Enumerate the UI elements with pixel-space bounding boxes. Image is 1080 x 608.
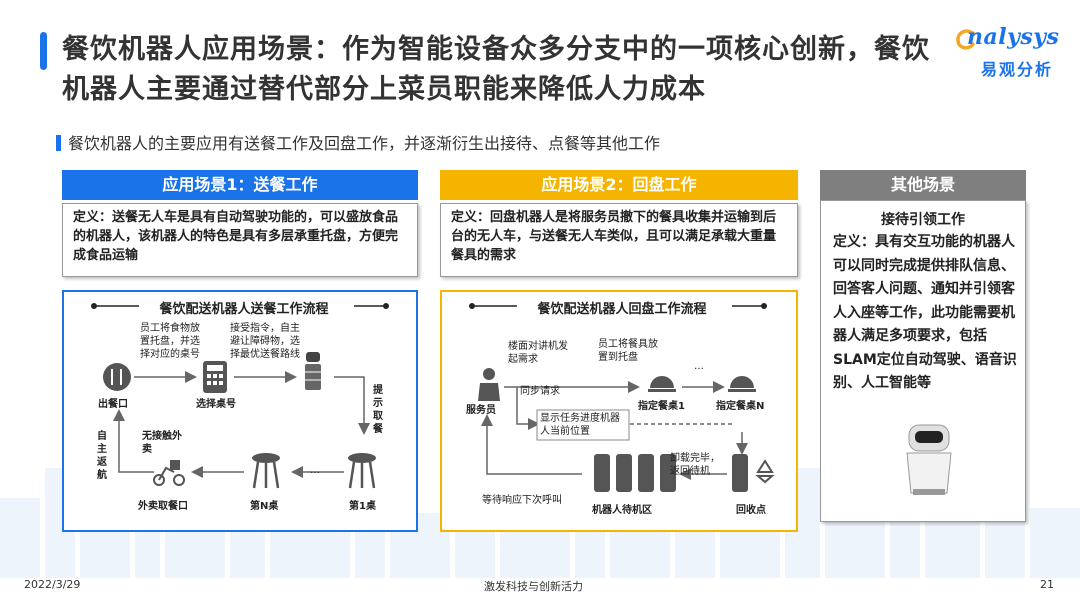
robot-icon-return <box>732 454 748 492</box>
subtitle-accent-bar <box>56 135 61 151</box>
scene3-body: 接待引领工作 定义：具有交互功能的机器人可以同时完成提供排队信息、回答客人问题、… <box>820 200 1026 522</box>
scene2-definition: 定义：回盘机器人是将服务员撤下的餐具收集并运输到后台的无人车，与送餐无人车类似，… <box>440 203 798 277</box>
robot-icon <box>305 352 321 390</box>
scene1-flow-lines <box>91 303 389 478</box>
scene1-header: 应用场景1：送餐工作 <box>62 170 418 200</box>
tableN-label: 第N桌 <box>250 501 279 512</box>
scene1-flow-title: 餐饮配送机器人送餐工作流程 <box>159 302 329 317</box>
serving-outlet-icon <box>103 363 131 391</box>
sync-label: 同步请求 <box>520 386 560 397</box>
progress-label: 显示任务进度机器人当前位置 <box>540 413 620 437</box>
scene1-definition: 定义：送餐无人车是具有自动驾驶功能的，可以盛放食品的机器人，该机器人的特色是具有… <box>62 203 418 277</box>
takeout-label: 外卖取餐口 <box>138 501 188 512</box>
scene2-flow-title: 餐饮配送机器人回盘工作流程 <box>537 302 707 317</box>
waiter-label: 服务员 <box>466 405 496 416</box>
table1-icon <box>348 453 376 489</box>
scene2-ellipsis: … <box>694 361 704 372</box>
tableN-label-2: 指定餐桌N <box>716 401 765 412</box>
wait-label: 等待响应下次呼叫 <box>482 495 562 506</box>
remind-label: 提示取餐 <box>373 385 383 435</box>
scene2-flow-lines <box>469 303 767 480</box>
table1-label: 第1桌 <box>349 501 376 512</box>
tableA-label: 指定餐桌1 <box>638 401 685 412</box>
page-number: 21 <box>1040 578 1054 591</box>
recycle-label: 回收点 <box>736 505 766 516</box>
footer-center: 激发科技与创新活力 <box>484 580 583 593</box>
waiter-icon <box>478 368 500 401</box>
reception-robot-icon <box>906 424 952 495</box>
intercom-label: 楼面对讲机发起需求 <box>508 341 568 365</box>
select-table-label: 选择桌号 <box>196 399 236 410</box>
scene1-step1-label: 员工将食物放置托盘，并选择对应的桌号 <box>140 323 200 360</box>
recycle-icon <box>755 459 775 484</box>
page-title: 餐饮机器人应用场景：作为智能设备众多分支中的一项核心创新，餐饮机器人主要通过替代… <box>62 34 930 105</box>
scene2-flow-box: 餐饮配送机器人回盘工作流程 楼面对讲机发起需求 员工将餐具放置到托盘 同步请求 … <box>440 290 798 532</box>
tableN-icon <box>252 453 280 489</box>
dish-cover-icon <box>648 376 676 392</box>
title-accent-bar <box>40 32 47 70</box>
unload-label: 卸载完毕，返回待机 <box>670 453 720 477</box>
scene1-step2-label: 接受指令，自主避让障碍物，选择最优送餐路线 <box>230 323 300 360</box>
scene3-definition: 定义：具有交互功能的机器人可以同时完成提供排队信息、回答客人问题、通知并引领客人… <box>833 234 1017 391</box>
keypad-icon <box>203 361 227 393</box>
subtitle: 餐饮机器人的主要应用有送餐工作及回盘工作，并逐渐衍生出接待、点餐等其他工作 <box>68 134 661 153</box>
outlet-label: 出餐口 <box>98 399 128 410</box>
footer-date: 2022/3/29 <box>24 578 81 591</box>
analysys-logo: nalysys 易观分析 <box>955 22 1065 82</box>
logo-english: nalysys <box>967 24 1060 50</box>
scene1-ellipsis: … <box>310 465 320 476</box>
logo-chinese: 易观分析 <box>981 60 1054 79</box>
standby-label: 机器人待机区 <box>592 505 652 516</box>
place-tableware-label: 员工将餐具放置到托盘 <box>598 339 658 363</box>
scooter-icon <box>153 460 185 486</box>
no-contact-label: 无接触外卖 <box>142 431 182 455</box>
robot-fleet-icon <box>594 454 676 492</box>
scene1-flow-box: 餐饮配送机器人送餐工作流程 员工将食物放置托盘，并选择对应的桌号 接受指令，自主… <box>62 290 418 532</box>
auto-return-label: 自主返航 <box>97 431 107 481</box>
logo-swoosh-icon <box>956 29 976 50</box>
scene3-header: 其他场景 <box>820 170 1026 200</box>
scene2-header: 应用场景2：回盘工作 <box>440 170 798 200</box>
dish-cover-icon-2 <box>728 376 756 392</box>
scene3-subtitle: 接待引领工作 <box>881 212 965 228</box>
